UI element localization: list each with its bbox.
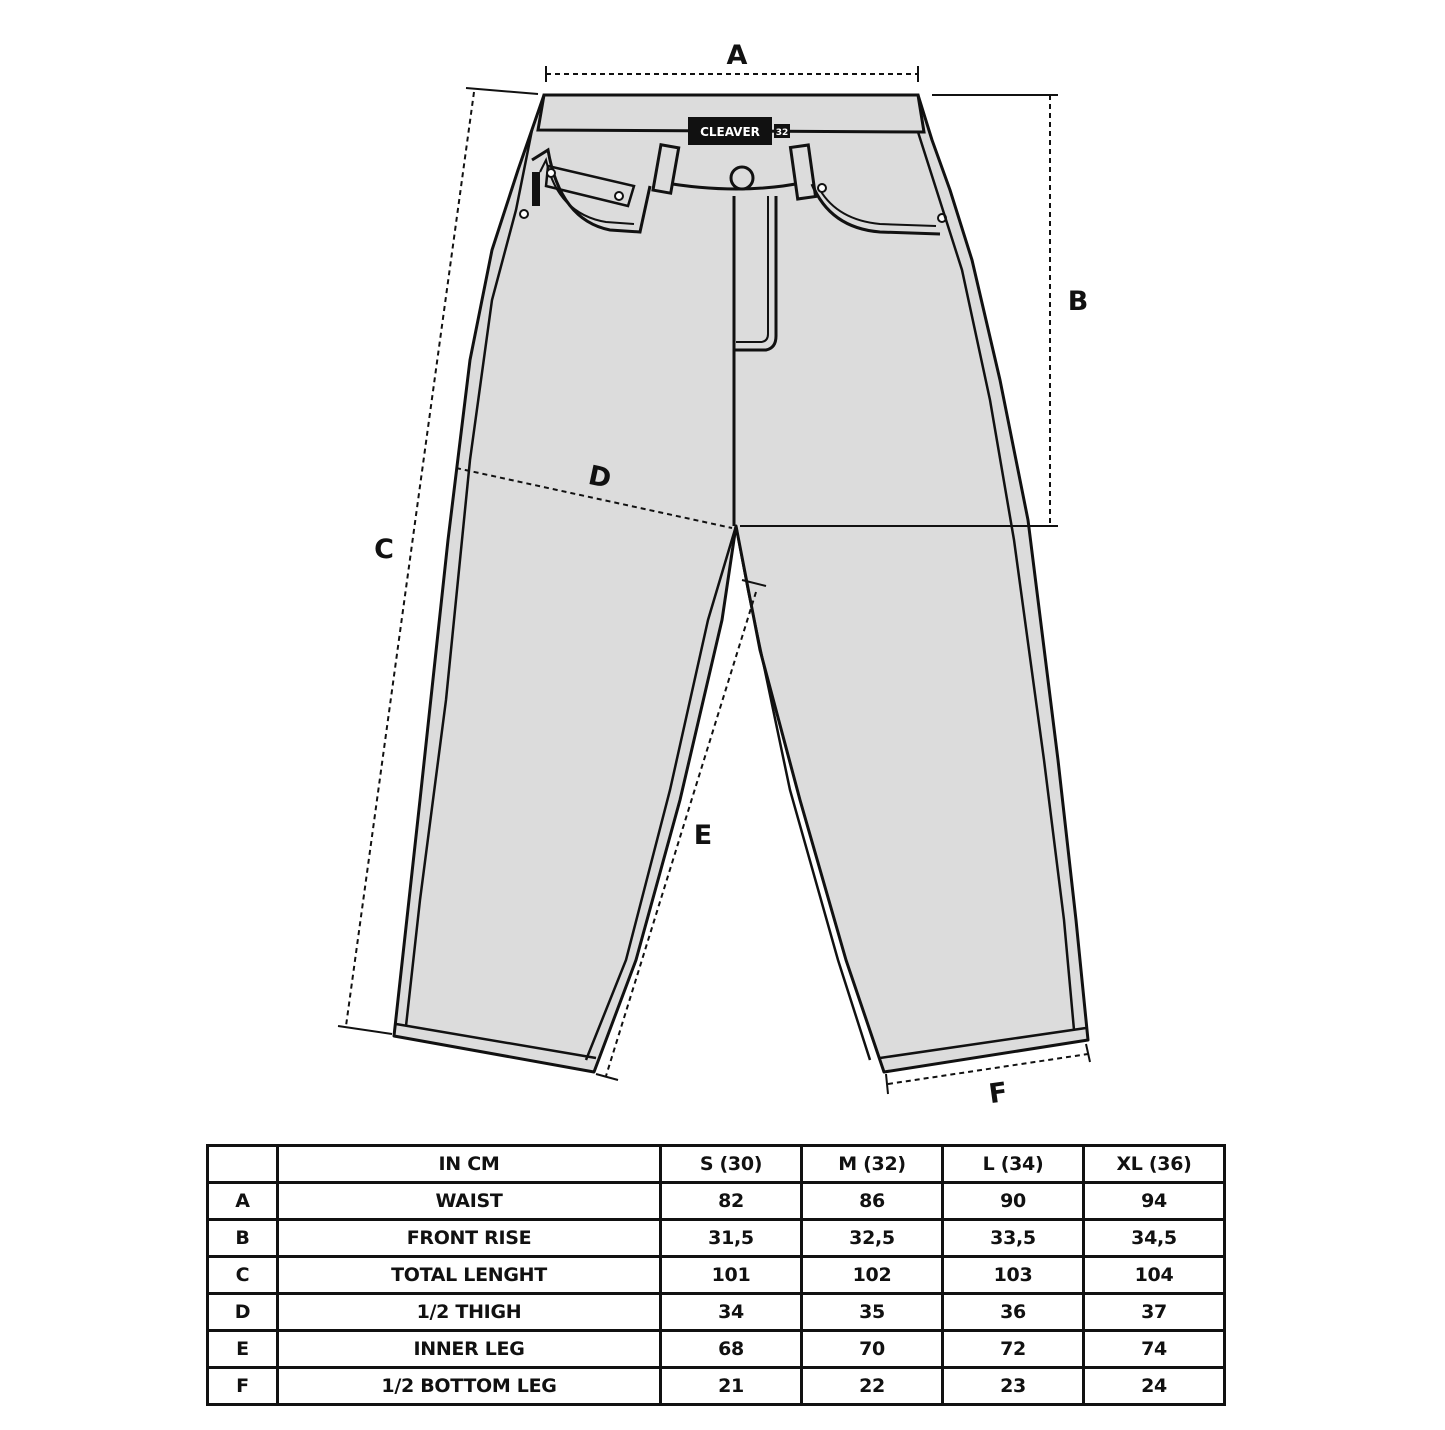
size-value-cell: 33,5 <box>941 1218 1085 1258</box>
size-value-cell: 23 <box>941 1366 1085 1406</box>
measurement-name-cell: TOTAL LENGHT <box>276 1255 662 1295</box>
size-value-cell: 90 <box>941 1181 1085 1221</box>
pants-outline <box>392 93 1090 1074</box>
measure-e-tick <box>741 579 767 587</box>
size-tag: 32 <box>776 128 789 138</box>
size-value-cell: 36 <box>941 1292 1085 1332</box>
pocket-right-inner <box>819 189 937 227</box>
size-value-cell: 31,5 <box>659 1218 803 1258</box>
size-value-cell: 37 <box>1082 1292 1226 1332</box>
belt-loop-right <box>788 143 818 201</box>
measure-c-bottom <box>337 1025 393 1035</box>
rivet-icon <box>817 183 827 193</box>
size-value-cell: 34,5 <box>1082 1218 1226 1258</box>
measure-c-line <box>345 91 475 1027</box>
size-value-cell: 72 <box>941 1329 1085 1369</box>
measure-f-line <box>887 1053 1089 1085</box>
header-cell: XL (36) <box>1082 1144 1226 1184</box>
measure-label-b: B <box>1068 286 1089 317</box>
measure-label-e: E <box>694 820 712 851</box>
header-cell: IN CM <box>276 1144 662 1184</box>
row-letter-cell: D <box>206 1292 279 1332</box>
fly-inner <box>736 196 769 343</box>
inseam-left <box>584 525 738 1061</box>
measure-c-top <box>465 87 539 95</box>
pocket-left-inner <box>539 157 635 225</box>
header-cell: L (34) <box>941 1144 1085 1184</box>
hem-left <box>395 1022 597 1060</box>
waistband <box>536 93 926 134</box>
size-value-cell: 104 <box>1082 1255 1226 1295</box>
size-value-cell: 82 <box>659 1181 803 1221</box>
size-value-cell: 24 <box>1082 1366 1226 1406</box>
size-value-cell: 35 <box>800 1292 944 1332</box>
button-icon <box>729 165 755 191</box>
measure-f-tick <box>885 1073 889 1095</box>
measurement-name-cell: INNER LEG <box>276 1329 662 1369</box>
hem-right <box>879 1026 1087 1060</box>
brand-label: CLEAVER <box>700 125 760 139</box>
measurement-name-cell: 1/2 BOTTOM LEG <box>276 1366 662 1406</box>
size-value-cell: 74 <box>1082 1329 1226 1369</box>
size-value-cell: 34 <box>659 1292 803 1332</box>
row-letter-cell: E <box>206 1329 279 1369</box>
row-letter-cell: A <box>206 1181 279 1221</box>
side-tag <box>532 172 540 206</box>
pants-diagram: CLEAVER 32 A B C D E F <box>337 40 1091 1110</box>
header-cell <box>206 1144 279 1184</box>
size-value-cell: 102 <box>800 1255 944 1295</box>
measure-label-c: C <box>374 534 394 565</box>
row-letter-cell: C <box>206 1255 279 1295</box>
size-value-cell: 21 <box>659 1366 803 1406</box>
measure-f-tick <box>1085 1043 1091 1063</box>
measure-e-tick <box>595 1073 619 1081</box>
measure-e-line <box>605 591 757 1077</box>
measure-label-a: A <box>727 40 748 71</box>
side-seam-left <box>404 129 534 1027</box>
measurement-name-cell: WAIST <box>276 1181 662 1221</box>
rivet-icon <box>519 209 529 219</box>
rivet-icon <box>546 168 556 178</box>
measurement-name-cell: 1/2 THIGH <box>276 1292 662 1332</box>
size-value-cell: 86 <box>800 1181 944 1221</box>
size-tag-patch <box>774 124 790 138</box>
size-value-cell: 101 <box>659 1255 803 1295</box>
size-value-cell: 94 <box>1082 1181 1226 1221</box>
measure-label-f: F <box>987 1077 1010 1110</box>
measurement-name-cell: FRONT RISE <box>276 1218 662 1258</box>
row-letter-cell: B <box>206 1218 279 1258</box>
measure-d-line <box>455 467 733 529</box>
size-value-cell: 22 <box>800 1366 944 1406</box>
belt-loop-left <box>651 143 681 195</box>
fly-stitch <box>732 196 778 352</box>
brand-patch <box>688 117 772 145</box>
size-value-cell: 68 <box>659 1329 803 1369</box>
table-header-row: IN CM S (30) M (32) L (34) XL (36) <box>206 1144 1226 1184</box>
header-cell: S (30) <box>659 1144 803 1184</box>
inseam-right <box>734 525 872 1061</box>
row-letter-cell: F <box>206 1366 279 1406</box>
rivet-icon <box>614 191 624 201</box>
side-seam-right <box>916 131 1076 1031</box>
coin-pocket <box>544 164 636 208</box>
size-value-cell: 70 <box>800 1329 944 1369</box>
size-value-cell: 103 <box>941 1255 1085 1295</box>
header-cell: M (32) <box>800 1144 944 1184</box>
size-value-cell: 32,5 <box>800 1218 944 1258</box>
pocket-right <box>810 183 941 236</box>
